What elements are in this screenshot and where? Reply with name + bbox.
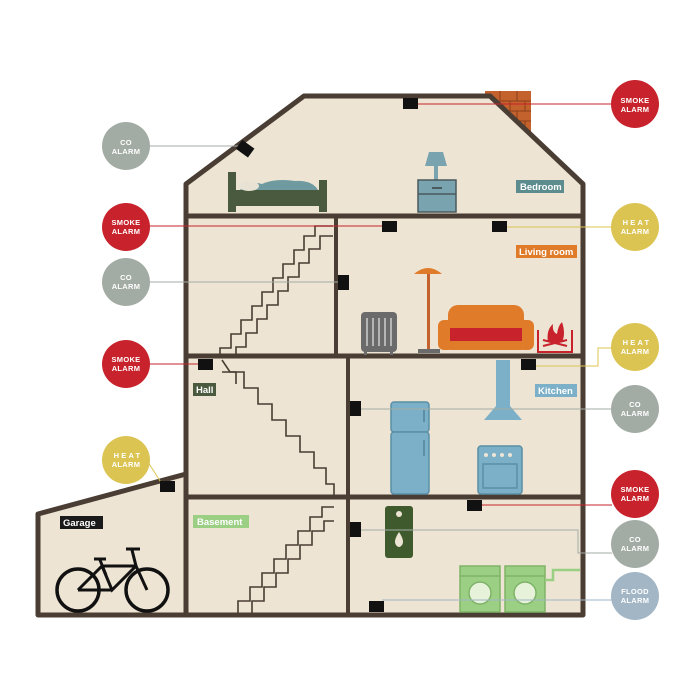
- alarm-badge-circle: [611, 203, 659, 251]
- alarm-label-line2: ALARM: [112, 282, 141, 291]
- alarm-badge-circle: [102, 258, 150, 306]
- room-tag-label: Garage: [63, 518, 96, 529]
- detector-heat-garage: [160, 481, 175, 492]
- room-tag-living-room: Living room: [516, 245, 577, 258]
- alarm-label-line1: FLOOD: [621, 587, 649, 596]
- alarm-co-right-kitchen: CO ALARM: [611, 385, 659, 433]
- room-tag-bg: [516, 245, 577, 258]
- alarm-badge-circle: [611, 572, 659, 620]
- room-tag-hall: Hall: [193, 383, 216, 396]
- alarm-label-line1: HEAT: [623, 218, 652, 227]
- detector-flood-basement: [369, 601, 384, 612]
- alarm-smoke-top: SMOKE ALARM: [611, 80, 659, 128]
- alarm-heat-right-upper: HEAT ALARM: [611, 203, 659, 251]
- fireplace: [537, 322, 573, 353]
- alarm-co-right-basement: CO ALARM: [611, 520, 659, 568]
- alarm-label-line1: SMOKE: [111, 218, 140, 227]
- detector-co-attic: [235, 139, 255, 158]
- detector-smoke-stairs-upper: [382, 221, 397, 232]
- alarm-badge-circle: [611, 80, 659, 128]
- alarm-badge-circle: [611, 323, 659, 371]
- detector-heat-kitchen: [521, 359, 536, 370]
- stairs: [219, 225, 335, 615]
- detector-co-basement: [350, 522, 361, 537]
- bed: [228, 172, 327, 212]
- boiler: [385, 506, 413, 558]
- alarm-smoke-right-lower: SMOKE ALARM: [611, 470, 659, 518]
- alarm-label-line1: CO: [629, 535, 641, 544]
- alarm-label-line1: HEAT: [114, 451, 143, 460]
- alarm-label-line2: ALARM: [112, 460, 141, 469]
- washing-machines: [459, 565, 580, 613]
- alarm-label-line2: ALARM: [621, 347, 650, 356]
- alarm-heat-garage: HEAT ALARM: [102, 436, 150, 484]
- alarm-label-line1: SMOKE: [620, 485, 649, 494]
- connector-lines: [147, 103, 612, 601]
- detector-devices: [160, 98, 536, 612]
- room-tag-basement: Basement: [193, 515, 249, 528]
- alarm-heat-right-mid: HEAT ALARM: [611, 323, 659, 371]
- alarm-label-line2: ALARM: [621, 105, 650, 114]
- room-tag-bg: [60, 516, 103, 529]
- alarm-label-line2: ALARM: [621, 494, 650, 503]
- detector-smoke-hall: [198, 359, 213, 370]
- fridge: [390, 401, 430, 495]
- detector-smoke-attic: [403, 98, 418, 109]
- detector-co-kitchen: [350, 401, 361, 416]
- alarm-flood-right: FLOOD ALARM: [611, 572, 659, 620]
- alarm-label-line2: ALARM: [112, 227, 141, 236]
- alarm-badge-circle: [611, 520, 659, 568]
- alarm-label-line2: ALARM: [621, 409, 650, 418]
- alarm-badge-circle: [102, 203, 150, 251]
- detector-smoke-basement: [467, 500, 482, 511]
- alarm-co-left: CO ALARM: [102, 258, 150, 306]
- room-tag-bg: [516, 180, 564, 193]
- sofa: [438, 305, 534, 350]
- radiator: [361, 312, 397, 355]
- oven: [477, 445, 523, 495]
- alarm-smoke-left-upper: SMOKE ALARM: [102, 203, 150, 251]
- alarm-label-line1: SMOKE: [111, 355, 140, 364]
- alarm-label-line2: ALARM: [621, 596, 650, 605]
- alarm-badge-circle: [102, 122, 150, 170]
- alarm-label-line1: SMOKE: [620, 96, 649, 105]
- room-tag-label: Living room: [519, 247, 573, 258]
- alarm-label-line2: ALARM: [112, 147, 141, 156]
- alarm-badge-circle: [102, 436, 150, 484]
- floors: [186, 213, 583, 500]
- room-tag-label: Bedroom: [520, 182, 562, 193]
- floor-lamp: [414, 268, 442, 353]
- alarm-badge-circle: [611, 470, 659, 518]
- alarm-badge-circle: [611, 385, 659, 433]
- alarm-label-line1: CO: [120, 138, 132, 147]
- room-tag-bedroom: Bedroom: [516, 180, 564, 193]
- room-tag-label: Basement: [197, 517, 243, 528]
- detector-heat-living: [492, 221, 507, 232]
- alarm-smoke-left-lower: SMOKE ALARM: [102, 340, 150, 388]
- room-tag-bg: [535, 384, 577, 397]
- alarm-label-line2: ALARM: [621, 544, 650, 553]
- bedside-table-lamp: [417, 152, 457, 213]
- alarm-badge-circle: [102, 340, 150, 388]
- room-tag-bg: [193, 515, 249, 528]
- garage-outline: [35, 471, 189, 618]
- room-tag-label: Kitchen: [538, 386, 573, 397]
- room-tag-label: Hall: [196, 385, 213, 396]
- room-tag-bg: [193, 383, 216, 396]
- alarm-label-line2: ALARM: [621, 227, 650, 236]
- alarm-label-line2: ALARM: [112, 364, 141, 373]
- room-tag-kitchen: Kitchen: [535, 384, 577, 397]
- detector-co-living: [338, 275, 349, 290]
- room-tag-garage: Garage: [60, 516, 103, 529]
- alarm-label-line1: HEAT: [623, 338, 652, 347]
- interior-walls: [334, 216, 350, 615]
- alarm-label-line1: CO: [629, 400, 641, 409]
- alarm-co-roof: CO ALARM: [102, 122, 150, 170]
- alarm-label-line1: CO: [120, 273, 132, 282]
- bicycle: [55, 547, 170, 613]
